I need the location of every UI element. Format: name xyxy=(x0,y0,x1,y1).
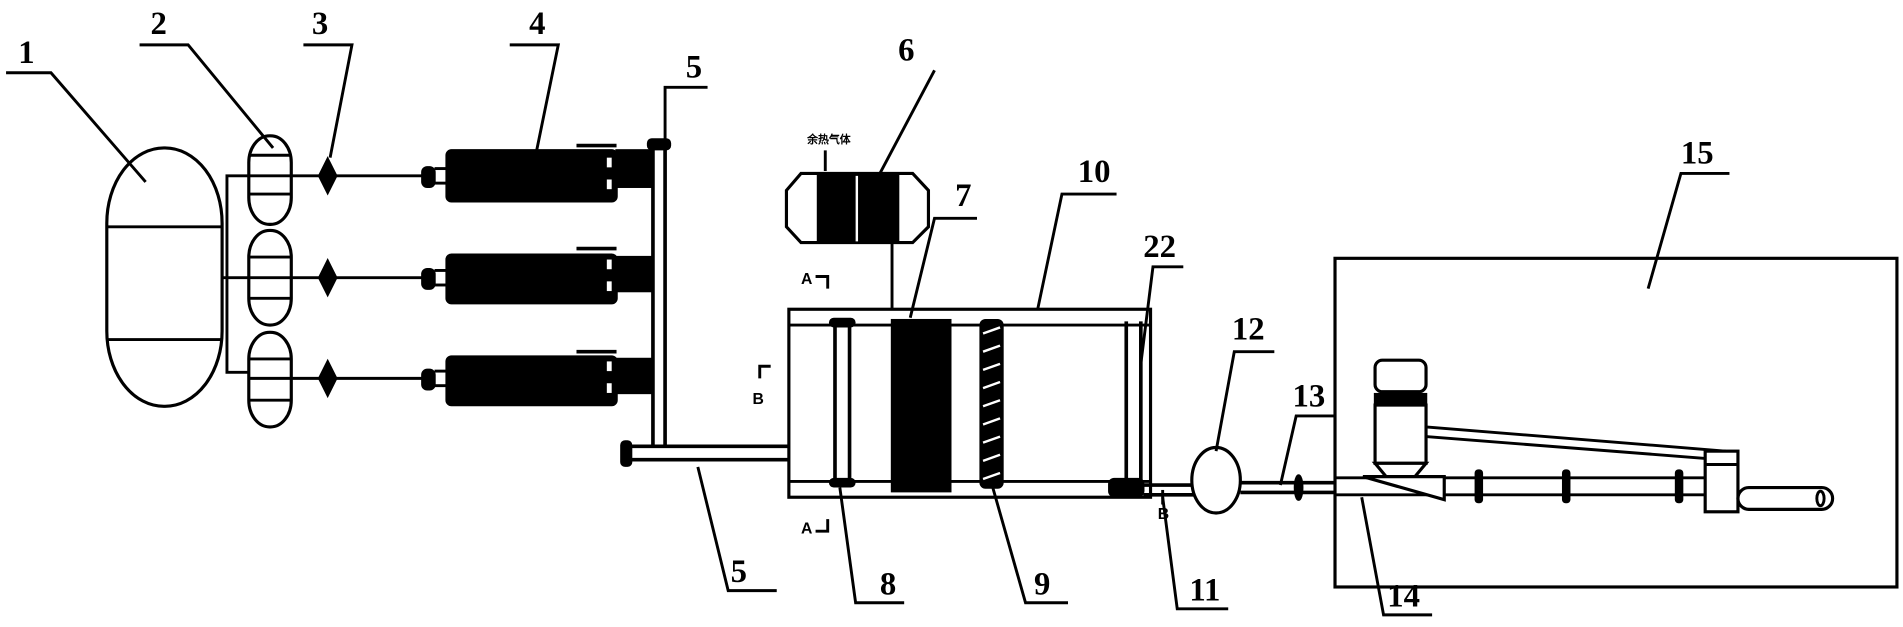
coil xyxy=(979,318,1004,489)
main-tank xyxy=(105,146,224,408)
waste-heat-exchanger: 余热气体 xyxy=(784,132,931,318)
callout-12: 12 xyxy=(1232,312,1265,348)
distribution-pipes xyxy=(222,174,425,380)
distributor-plate xyxy=(828,317,856,488)
callout-3: 3 xyxy=(312,6,328,42)
piston-rod xyxy=(1736,485,1835,511)
section-b-left: B xyxy=(752,391,763,408)
callout-5-top: 5 xyxy=(686,50,702,86)
callout-10: 10 xyxy=(1078,154,1111,190)
callout-14: 14 xyxy=(1387,578,1420,614)
waste-gas-label: 余热气体 xyxy=(806,132,851,146)
callout-1: 1 xyxy=(18,35,34,71)
callout-13: 13 xyxy=(1293,378,1326,414)
callout-7: 7 xyxy=(955,178,971,214)
processing-unit xyxy=(1333,256,1899,589)
injection-tube xyxy=(1335,469,1706,504)
chamber xyxy=(787,307,1153,499)
valves xyxy=(317,156,338,399)
callout-9: 9 xyxy=(1034,566,1050,602)
heater-row-2 xyxy=(421,246,655,305)
callout-6: 6 xyxy=(898,33,914,69)
callouts: 1 2 3 4 5 5 6 7 8 9 10 11 12 13 14 15 22 xyxy=(18,6,1713,614)
heater-row-3 xyxy=(421,349,655,407)
output-line xyxy=(1143,445,1336,515)
motor xyxy=(1371,358,1430,480)
callout-4: 4 xyxy=(529,6,545,42)
callout-15: 15 xyxy=(1681,136,1714,172)
callout-2: 2 xyxy=(150,6,166,42)
vessel-1 xyxy=(247,134,293,226)
actuator-block xyxy=(1703,449,1740,514)
section-a-bottom: A xyxy=(801,521,812,538)
outlet-pipe xyxy=(1108,321,1145,498)
heating-element xyxy=(890,318,952,493)
pump-12 xyxy=(1190,445,1242,515)
small-vessels xyxy=(247,134,293,429)
callout-11: 11 xyxy=(1189,572,1220,608)
callout-5-bottom: 5 xyxy=(731,554,747,590)
callout-8: 8 xyxy=(880,566,896,602)
section-a-top: A xyxy=(801,271,812,288)
heater-row-1 xyxy=(421,143,655,203)
callout-22: 22 xyxy=(1143,229,1176,265)
heaters xyxy=(421,143,655,407)
leader-lines xyxy=(6,43,1730,617)
